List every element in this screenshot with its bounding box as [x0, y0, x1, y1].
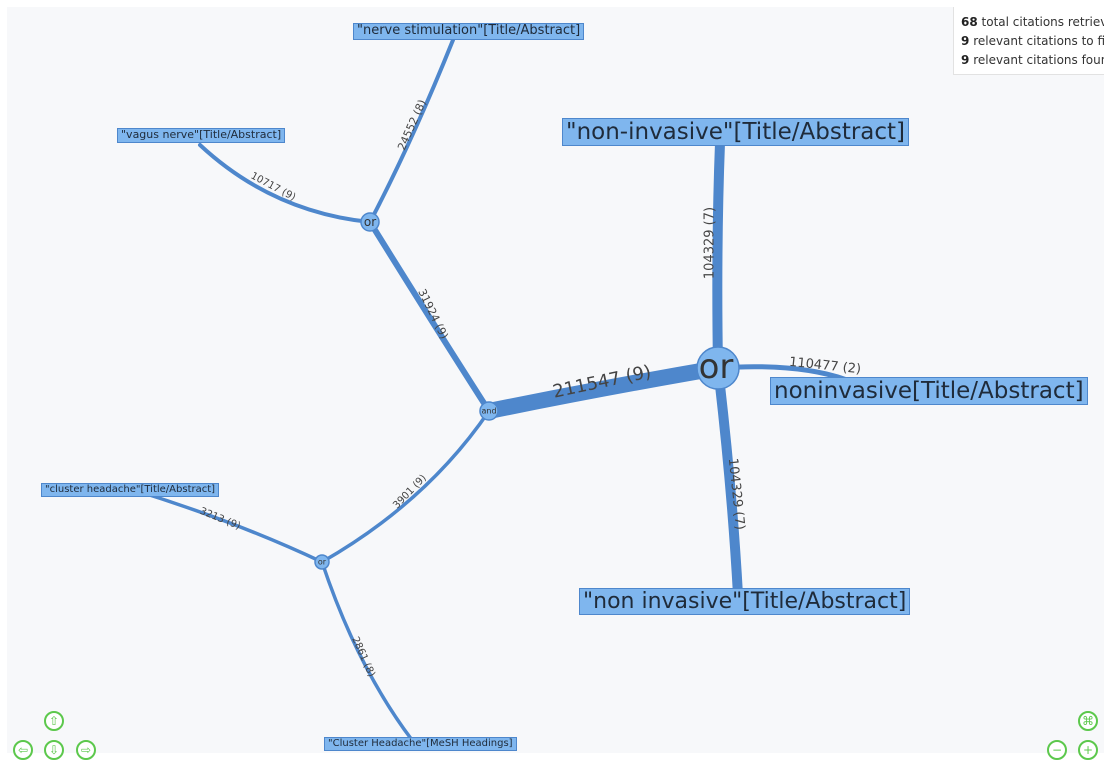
- citation-stats-panel: 68 total citations retrieved 9 relevant …: [953, 7, 1104, 75]
- query-graph: 24552 (8) 10717 (9) 31924 (9) 211547 (9)…: [135, 38, 862, 742]
- term-node-non-invasive-hyphen[interactable]: "non-invasive"[Title/Abstract]: [562, 118, 910, 147]
- stat-needed: 9 relevant citations to find: [961, 34, 1104, 48]
- operator-label: and: [481, 407, 496, 416]
- edge-label-or-top-to-and: 31924 (9): [415, 287, 450, 341]
- fit-view-button[interactable]: ⌘: [1078, 711, 1098, 731]
- term-node-vagus-nerve[interactable]: "vagus nerve"[Title/Abstract]: [117, 128, 286, 143]
- stat-found: 9 relevant citations found: [961, 53, 1104, 67]
- edge-nerve-stimulation: [368, 38, 455, 224]
- edge-cluster-headache-mesh: [320, 560, 414, 742]
- term-node-nerve-stimulation[interactable]: "nerve stimulation"[Title/Abstract]: [353, 23, 585, 40]
- edge-label-cluster-headache-mesh: 2861 (8): [349, 635, 376, 679]
- operator-node-or-bottom[interactable]: or: [314, 554, 330, 570]
- operator-label: or: [699, 347, 734, 387]
- zoom-in-button[interactable]: +: [1078, 740, 1098, 760]
- term-node-cluster-headache-tiab[interactable]: "cluster headache"[Title/Abstract]: [41, 483, 220, 497]
- edge-non-invasive-hyphen: [712, 138, 725, 373]
- edge-or-top-to-and: [367, 219, 492, 414]
- pan-up-button[interactable]: ⇧: [44, 711, 64, 731]
- pan-left-button[interactable]: ⇦: [13, 740, 33, 760]
- edge-and-to-or-big: [481, 360, 726, 419]
- operator-node-or-top[interactable]: or: [360, 212, 380, 232]
- zoom-out-button[interactable]: −: [1047, 740, 1067, 760]
- pan-right-button[interactable]: ⇨: [76, 740, 96, 760]
- operator-node-or-big[interactable]: or: [696, 346, 740, 390]
- operator-label: or: [364, 215, 376, 229]
- term-node-noninvasive[interactable]: noninvasive[Title/Abstract]: [770, 377, 1088, 406]
- edge-vagus-nerve: [198, 143, 372, 224]
- operator-label: or: [318, 558, 327, 567]
- stat-total: 68 total citations retrieved: [961, 15, 1104, 29]
- pan-down-button[interactable]: ⇩: [44, 740, 64, 760]
- term-node-cluster-headache-mesh[interactable]: "Cluster Headache"[MeSH Headings]: [324, 737, 517, 751]
- edge-label-or-bottom-to-and: 3901 (9): [391, 473, 429, 511]
- edge-cluster-headache-tiab: [135, 489, 324, 564]
- term-node-non-invasive-space[interactable]: "non invasive"[Title/Abstract]: [579, 588, 911, 616]
- edge-non-invasive-space: [713, 363, 743, 600]
- edge-label-non-invasive-hyphen: 104329 (7): [703, 207, 718, 279]
- edge-label-cluster-headache-tiab: 3213 (9): [198, 506, 242, 532]
- operator-node-and[interactable]: and: [479, 401, 499, 421]
- edge-label-nerve-stimulation: 24552 (8): [395, 98, 429, 153]
- query-graph-canvas[interactable]: 24552 (8) 10717 (9) 31924 (9) 211547 (9)…: [7, 7, 1104, 753]
- edge-or-bottom-to-and: [320, 409, 491, 564]
